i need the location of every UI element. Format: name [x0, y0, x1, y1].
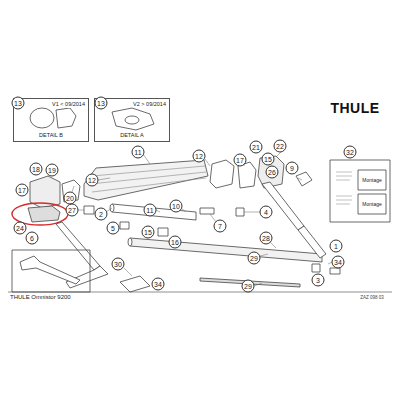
- callout-number: 7: [214, 220, 227, 233]
- rail-end: [128, 238, 132, 246]
- small-part: [330, 268, 340, 274]
- booklet: [358, 170, 386, 190]
- frame-line: [8, 292, 392, 293]
- small-part: [120, 222, 129, 229]
- callout-number: 13: [95, 97, 108, 110]
- manual-title: Montage: [362, 178, 381, 183]
- callout-number: 3: [312, 274, 325, 287]
- detail-part: [112, 108, 154, 130]
- callout-number: 34: [332, 256, 345, 269]
- right-arm: [298, 226, 326, 258]
- version-note: V1 < 09/2014: [52, 102, 85, 108]
- callout-number: 22: [274, 140, 287, 153]
- detail-title: DETAIL B: [39, 133, 63, 139]
- version-note: V2 > 09/2014: [133, 102, 166, 108]
- manual-frame: [330, 160, 390, 222]
- callout-number: 34: [152, 278, 165, 291]
- detail-part: [125, 116, 139, 124]
- callout-number: 16: [169, 236, 182, 249]
- small-part: [200, 208, 214, 214]
- callout-number: 11: [144, 204, 157, 217]
- part-24: [28, 206, 60, 222]
- callout-number: 18: [30, 163, 43, 176]
- detail-part: [30, 108, 54, 128]
- left-arm: [56, 222, 100, 270]
- callout-number: 29: [248, 252, 261, 265]
- callout-number: 17: [234, 154, 247, 167]
- drawing-number: ZAZ 098 03: [360, 296, 384, 301]
- front-rail: [130, 238, 322, 262]
- booklet-lines: [336, 172, 352, 204]
- inset-part: [20, 256, 80, 284]
- callout-number: 12: [86, 174, 99, 187]
- callout-number: 32: [344, 146, 357, 159]
- detail-box: V1 < 09/2014DETAIL B: [13, 98, 89, 142]
- callout-number: 2: [95, 208, 108, 221]
- drawing-title: THULE Omnistor 9200: [10, 294, 71, 300]
- small-part: [84, 206, 94, 214]
- small-part: [312, 264, 320, 272]
- manual-title: Montage: [362, 202, 381, 207]
- roller-tube: [112, 204, 196, 220]
- booklet: [358, 194, 386, 214]
- callout-number: 30: [112, 258, 125, 271]
- callout-number: 6: [26, 232, 39, 245]
- callout-number: 26: [266, 166, 279, 179]
- callout-number: 10: [170, 200, 183, 213]
- cassette-groove: [90, 166, 206, 192]
- end-cap-bottom: [120, 276, 150, 292]
- callout-number: 5: [107, 222, 120, 235]
- small-part: [158, 228, 168, 236]
- callout-number: 28: [260, 232, 273, 245]
- end-piece: [210, 160, 234, 188]
- callout-number: 4: [260, 206, 273, 219]
- inset-frame: [12, 250, 90, 292]
- callout-number: 27: [66, 204, 79, 217]
- callout-number: 15: [142, 226, 155, 239]
- callout-number: 15: [262, 153, 275, 166]
- callout-number: 12: [193, 150, 206, 163]
- callout-number: 9: [286, 162, 299, 175]
- callout-number: 1: [330, 240, 343, 253]
- detail-title: DETAIL A: [120, 133, 144, 139]
- bracket-9: [296, 172, 312, 186]
- brand-logo: THULE: [330, 101, 379, 115]
- callout-number: 17: [16, 184, 29, 197]
- callout-number: 13: [12, 97, 25, 110]
- detail-part: [56, 108, 76, 128]
- leader-lines: [72, 150, 332, 286]
- callout-number: 20: [64, 192, 77, 205]
- callout-number: 11: [132, 146, 145, 159]
- callout-number: 29: [242, 280, 255, 293]
- callout-number: 21: [250, 141, 263, 154]
- small-part: [236, 208, 244, 216]
- cassette: [84, 160, 208, 200]
- callout-number: 19: [46, 164, 59, 177]
- callout-number: 24: [14, 222, 27, 235]
